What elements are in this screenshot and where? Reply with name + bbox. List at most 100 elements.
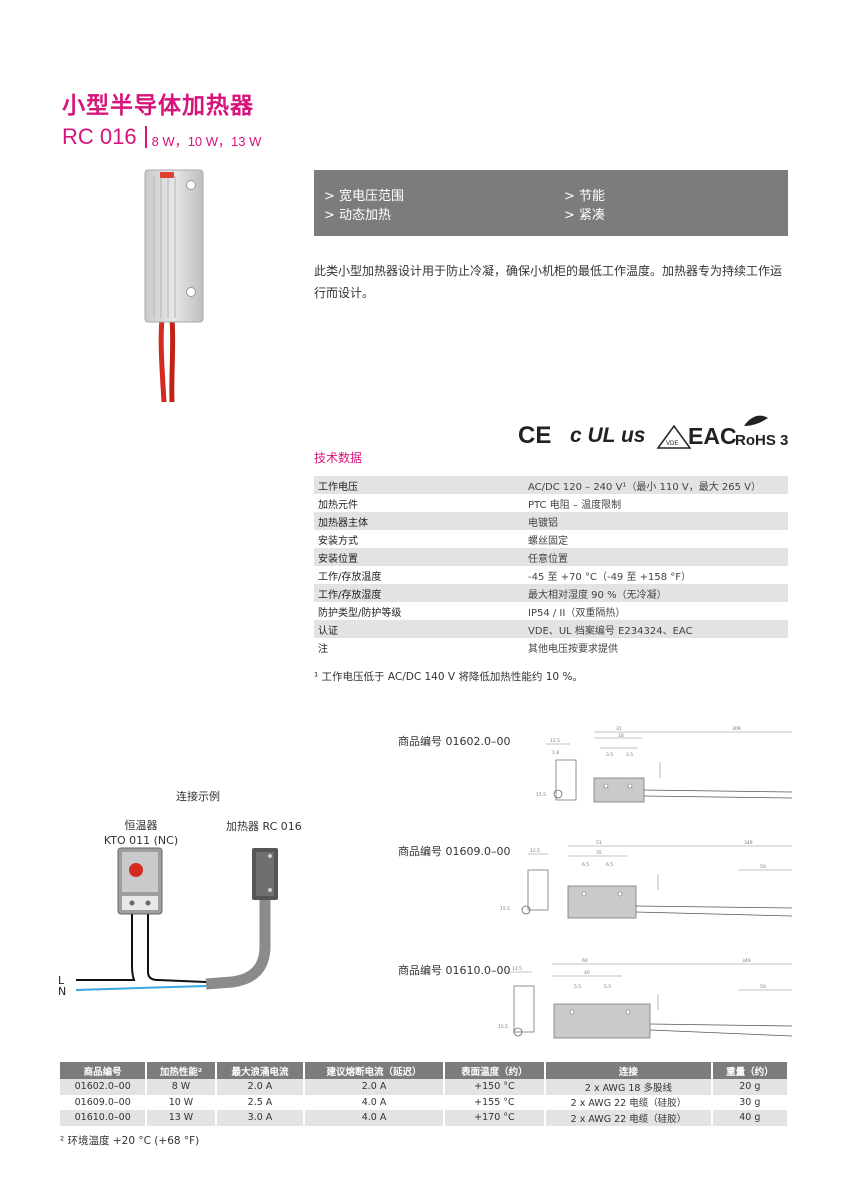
svg-text:15.5: 15.5	[498, 1024, 508, 1030]
spec-row: 注 其他电压按要求提供	[314, 638, 788, 656]
svg-text:6.5: 6.5	[606, 862, 613, 868]
drawing-label-01602: 商品编号 01602.0–00	[398, 735, 511, 748]
spec-key: 工作/存放湿度	[314, 584, 524, 602]
ambient-footnote: ² 环境温度 +20 °C (+68 °F)	[60, 1135, 200, 1147]
spec-value: 任意位置	[524, 548, 788, 566]
svg-text:1.8: 1.8	[552, 750, 559, 756]
model-wattages: 8 W，10 W，13 W	[151, 133, 262, 149]
svg-text:12.5: 12.5	[512, 966, 522, 972]
order-cell: +150 °C	[443, 1079, 547, 1095]
drawing-label-01610: 商品编号 01610.0–00	[398, 964, 511, 977]
svg-text:35: 35	[596, 850, 602, 856]
svg-text:349: 349	[744, 840, 753, 846]
model-divider	[144, 126, 147, 148]
spec-row: 工作/存放温度-45 至 +70 °C（-49 至 +158 °F）	[314, 566, 788, 584]
order-cell: +170 °C	[443, 1110, 547, 1126]
svg-text:RoHS 3: RoHS 3	[735, 432, 788, 449]
order-cell: 40 g	[711, 1110, 790, 1126]
svg-text:5.5: 5.5	[574, 984, 581, 990]
voltage-footnote: ¹ 工作电压低于 AC/DC 140 V 将降低加热性能约 10 %。	[314, 671, 583, 683]
certification-logos: CE c UL us VDE EAC RoHS 3	[518, 415, 788, 449]
drawing-01610: 60 349 40 50 12.5 5.5 5.5 15.5	[498, 958, 792, 1039]
tech-data-title: 技术数据	[314, 451, 363, 465]
vde-logo: VDE	[656, 424, 692, 449]
spec-key: 防护类型/防护等级	[318, 607, 402, 619]
svg-text:5.5: 5.5	[604, 984, 611, 990]
heater-label: 加热器 RC 016	[226, 820, 302, 833]
order-cell: 8 W	[146, 1079, 217, 1095]
feature-wide-voltage: > 宽电压范围	[324, 189, 405, 204]
order-cell: 2.0 A	[215, 1079, 306, 1095]
eac-logo: EAC	[688, 423, 737, 449]
spec-row: 防护类型/防护等级 IP54 / II（双重隔热）	[314, 602, 788, 620]
wiring-diagram: L N	[58, 847, 278, 996]
svg-text:349: 349	[742, 958, 751, 964]
svg-text:3.5: 3.5	[606, 752, 613, 758]
spec-value: VDE、UL 档案编号 E234324、EAC	[524, 620, 788, 638]
model-line: RC 016 8 W，10 W，13 W	[62, 124, 261, 150]
svg-text:60: 60	[582, 958, 588, 964]
svg-text:15.5: 15.5	[536, 792, 546, 798]
spec-value: 螺丝固定	[528, 535, 568, 547]
order-cell: 4.0 A	[304, 1110, 445, 1126]
spec-key: 工作/存放温度	[318, 571, 382, 583]
spec-key: 安装位置	[314, 548, 524, 566]
spec-value: 电镀铝	[524, 512, 788, 530]
spec-row: 安装位置任意位置	[314, 548, 788, 566]
order-cell: 01609.0–00	[60, 1094, 148, 1110]
wire-n	[75, 985, 207, 991]
order-cell: 2.0 A	[304, 1079, 445, 1095]
order-cell: 3.0 A	[215, 1110, 306, 1126]
product-image	[144, 169, 204, 403]
order-cell: 01610.0–00	[60, 1110, 148, 1126]
feature-box: > 宽电压范围 > 动态加热 > 节能 > 紧凑	[314, 170, 788, 236]
order-cell: 2.5 A	[215, 1094, 306, 1110]
order-cell: 01602.0–00	[60, 1079, 148, 1095]
svg-text:50: 50	[760, 984, 766, 990]
svg-text:40: 40	[584, 970, 590, 976]
thermostat-label: 恒温器 KTO 011 (NC)	[103, 819, 179, 847]
order-header: 连接	[545, 1062, 713, 1079]
spec-key: 加热元件	[318, 499, 358, 511]
order-cell: 30 g	[711, 1094, 790, 1110]
order-header: 表面温度（约）	[443, 1062, 547, 1079]
spec-value: AC/DC 120 – 240 V¹（最小 110 V，最大 265 V）	[524, 476, 788, 494]
order-cell: 13 W	[146, 1110, 217, 1126]
page-title: 小型半导体加热器	[62, 93, 254, 119]
order-header: 商品编号	[60, 1062, 148, 1079]
l-label: L	[58, 974, 65, 987]
order-cell: 2 x AWG 18 多股线	[545, 1079, 713, 1095]
spec-value: 其他电压按要求提供	[528, 643, 618, 655]
spec-row: 工作/存放湿度最大相对湿度 90 %（无冷凝）	[314, 584, 788, 602]
wire-l	[76, 914, 136, 981]
order-cell: 2 x AWG 22 电缆（硅胶）	[545, 1110, 713, 1126]
spec-key: 工作电压	[314, 476, 524, 494]
order-header: 加热性能²	[146, 1062, 217, 1079]
spec-key: 注	[318, 643, 328, 655]
spec-key: 安装方式	[318, 535, 358, 547]
order-cell: +155 °C	[443, 1094, 547, 1110]
ul-logo: c UL us	[570, 424, 645, 447]
svg-text:31: 31	[616, 726, 622, 732]
svg-text:VDE: VDE	[666, 441, 678, 447]
rohs-logo: RoHS 3	[735, 415, 788, 449]
svg-text:12.5: 12.5	[550, 738, 560, 744]
svg-text:50: 50	[760, 864, 766, 870]
spec-value: IP54 / II（双重隔热）	[528, 607, 626, 619]
spec-key: 认证	[314, 620, 524, 638]
order-header: 最大浪涌电流	[215, 1062, 306, 1079]
svg-text:15.5: 15.5	[500, 906, 510, 912]
feature-compact: > 紧凑	[564, 208, 606, 223]
spec-row: 安装方式 螺丝固定	[314, 530, 788, 548]
svg-text:12.5: 12.5	[530, 848, 540, 854]
order-cell: 4.0 A	[304, 1094, 445, 1110]
order-cell: 10 W	[146, 1094, 217, 1110]
order-cell: 2 x AWG 22 电缆（硅胶）	[545, 1094, 713, 1110]
svg-text:51: 51	[596, 840, 602, 846]
